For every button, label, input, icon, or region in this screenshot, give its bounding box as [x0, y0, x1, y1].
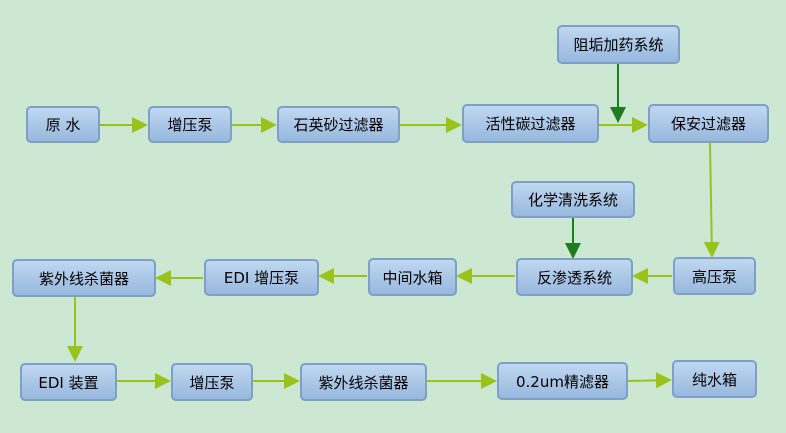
- node-pure-tank: 纯水箱: [672, 360, 757, 398]
- node-antiscalant: 阻垢加药系统: [557, 25, 680, 64]
- node-ro-system: 反渗透系统: [516, 258, 633, 296]
- arrow-fine-to-pure: [627, 372, 672, 389]
- node-hp-pump: 高压泵: [673, 257, 756, 295]
- node-fine-filter: 0.2um精滤器: [497, 362, 628, 400]
- node-quartz-filter: 石英砂过滤器: [277, 106, 400, 143]
- node-uv-2: 紫外线杀菌器: [300, 363, 427, 401]
- node-uv-1: 紫外线杀菌器: [12, 259, 156, 297]
- arrow-security-to-hppump: [703, 142, 720, 258]
- node-booster-pump-1: 增压泵: [148, 106, 232, 143]
- node-carbon-filter: 活性碳过滤器: [462, 104, 599, 143]
- node-security-filter: 保安过滤器: [648, 104, 769, 143]
- node-mid-tank: 中间水箱: [368, 258, 457, 296]
- node-raw-water: 原 水: [26, 106, 100, 143]
- node-edi-booster: EDI 增压泵: [204, 259, 319, 296]
- node-chem-clean: 化学清洗系统: [511, 181, 635, 218]
- node-edi-device: EDI 装置: [20, 363, 117, 401]
- node-booster-pump-2: 增压泵: [171, 363, 253, 401]
